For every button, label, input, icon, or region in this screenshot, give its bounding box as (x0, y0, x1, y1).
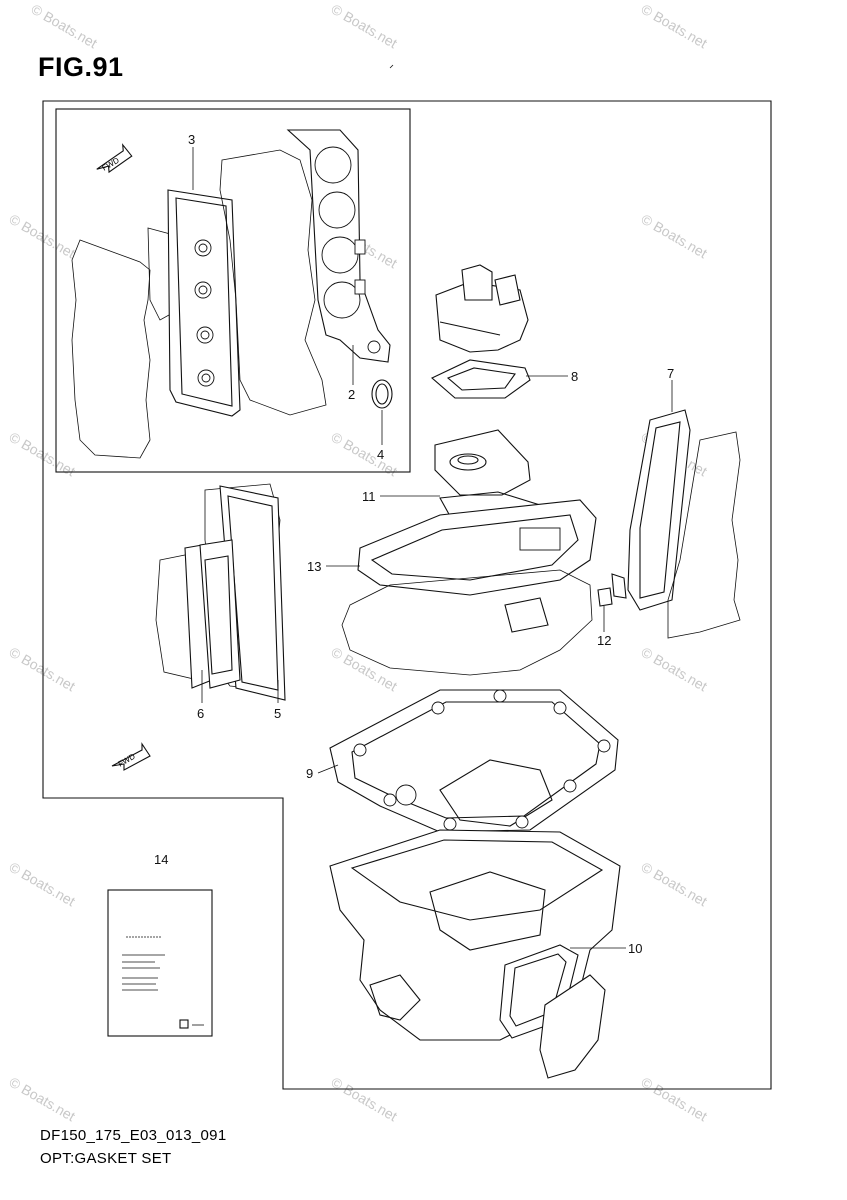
callout-label: 12 (597, 633, 611, 648)
pump-cover (434, 429, 531, 496)
callout-label: 8 (571, 369, 578, 384)
o-ring (371, 379, 393, 409)
fwd-arrow-icon: FWD (111, 742, 151, 771)
callout-label: 5 (274, 706, 281, 721)
lower-cover-gasket (499, 944, 606, 1079)
cylinder-block-outline (219, 149, 327, 416)
callout-label: 2 (348, 387, 355, 402)
watermark: © Boats.net (7, 859, 79, 910)
callout-label: 14 (154, 852, 168, 867)
callout-label: 4 (377, 447, 384, 462)
callout-label: 3 (188, 132, 195, 147)
callout-label: 7 (667, 366, 674, 381)
watermark: © Boats.net (7, 1074, 79, 1125)
watermark: © Boats.net (329, 644, 401, 695)
engine-block-outline (71, 239, 151, 459)
exhaust-cover-gasket (357, 499, 597, 596)
side-cover-outline (667, 431, 741, 639)
oil-pan-gasket (329, 689, 619, 833)
watermark: © Boats.net (7, 211, 79, 262)
watermark: © Boats.net (639, 644, 711, 695)
owners-manual (107, 889, 213, 1037)
watermark: © Boats.net (7, 644, 79, 695)
callout-label: 11 (362, 489, 376, 504)
figure-name: OPT:GASKET SET (40, 1150, 172, 1167)
watermark: © Boats.net (639, 211, 711, 262)
callout-label: 10 (628, 941, 642, 956)
figure-code: DF150_175_E03_013_091 (40, 1127, 227, 1144)
watermark: © Boats.net (29, 1, 101, 52)
callout-label: 9 (306, 766, 313, 781)
watermark: © Boats.net (329, 1074, 401, 1125)
cylinder-head-gasket (286, 129, 391, 363)
exhaust-gasket-set (155, 539, 241, 689)
watermark: © Boats.net (639, 1074, 711, 1125)
watermark: © Boats.net (639, 1, 711, 52)
exhaust-port-block (504, 597, 549, 633)
watermark: © Boats.net (639, 859, 711, 910)
callout-label: 6 (197, 706, 204, 721)
small-gasket (597, 573, 627, 607)
callout-numbers: 3 2 4 5 6 7 8 9 10 11 12 13 14 (154, 132, 674, 956)
water-pump-housing (435, 264, 529, 353)
callout-label: 13 (307, 559, 321, 574)
watermark: © Boats.net (329, 1, 401, 52)
diagram-frame (42, 100, 772, 1090)
exhaust-manifold-outline (341, 569, 593, 676)
stray-mark (389, 64, 394, 69)
water-pump-gasket (431, 359, 531, 399)
cylinder-head-box (55, 108, 411, 473)
fwd-arrow-icon: FWD (96, 143, 133, 174)
figure-title: FIG.91 (38, 52, 124, 82)
side-cover-gasket (627, 409, 691, 611)
head-cover-gasket (167, 189, 241, 417)
leader-lines (192, 147, 673, 949)
